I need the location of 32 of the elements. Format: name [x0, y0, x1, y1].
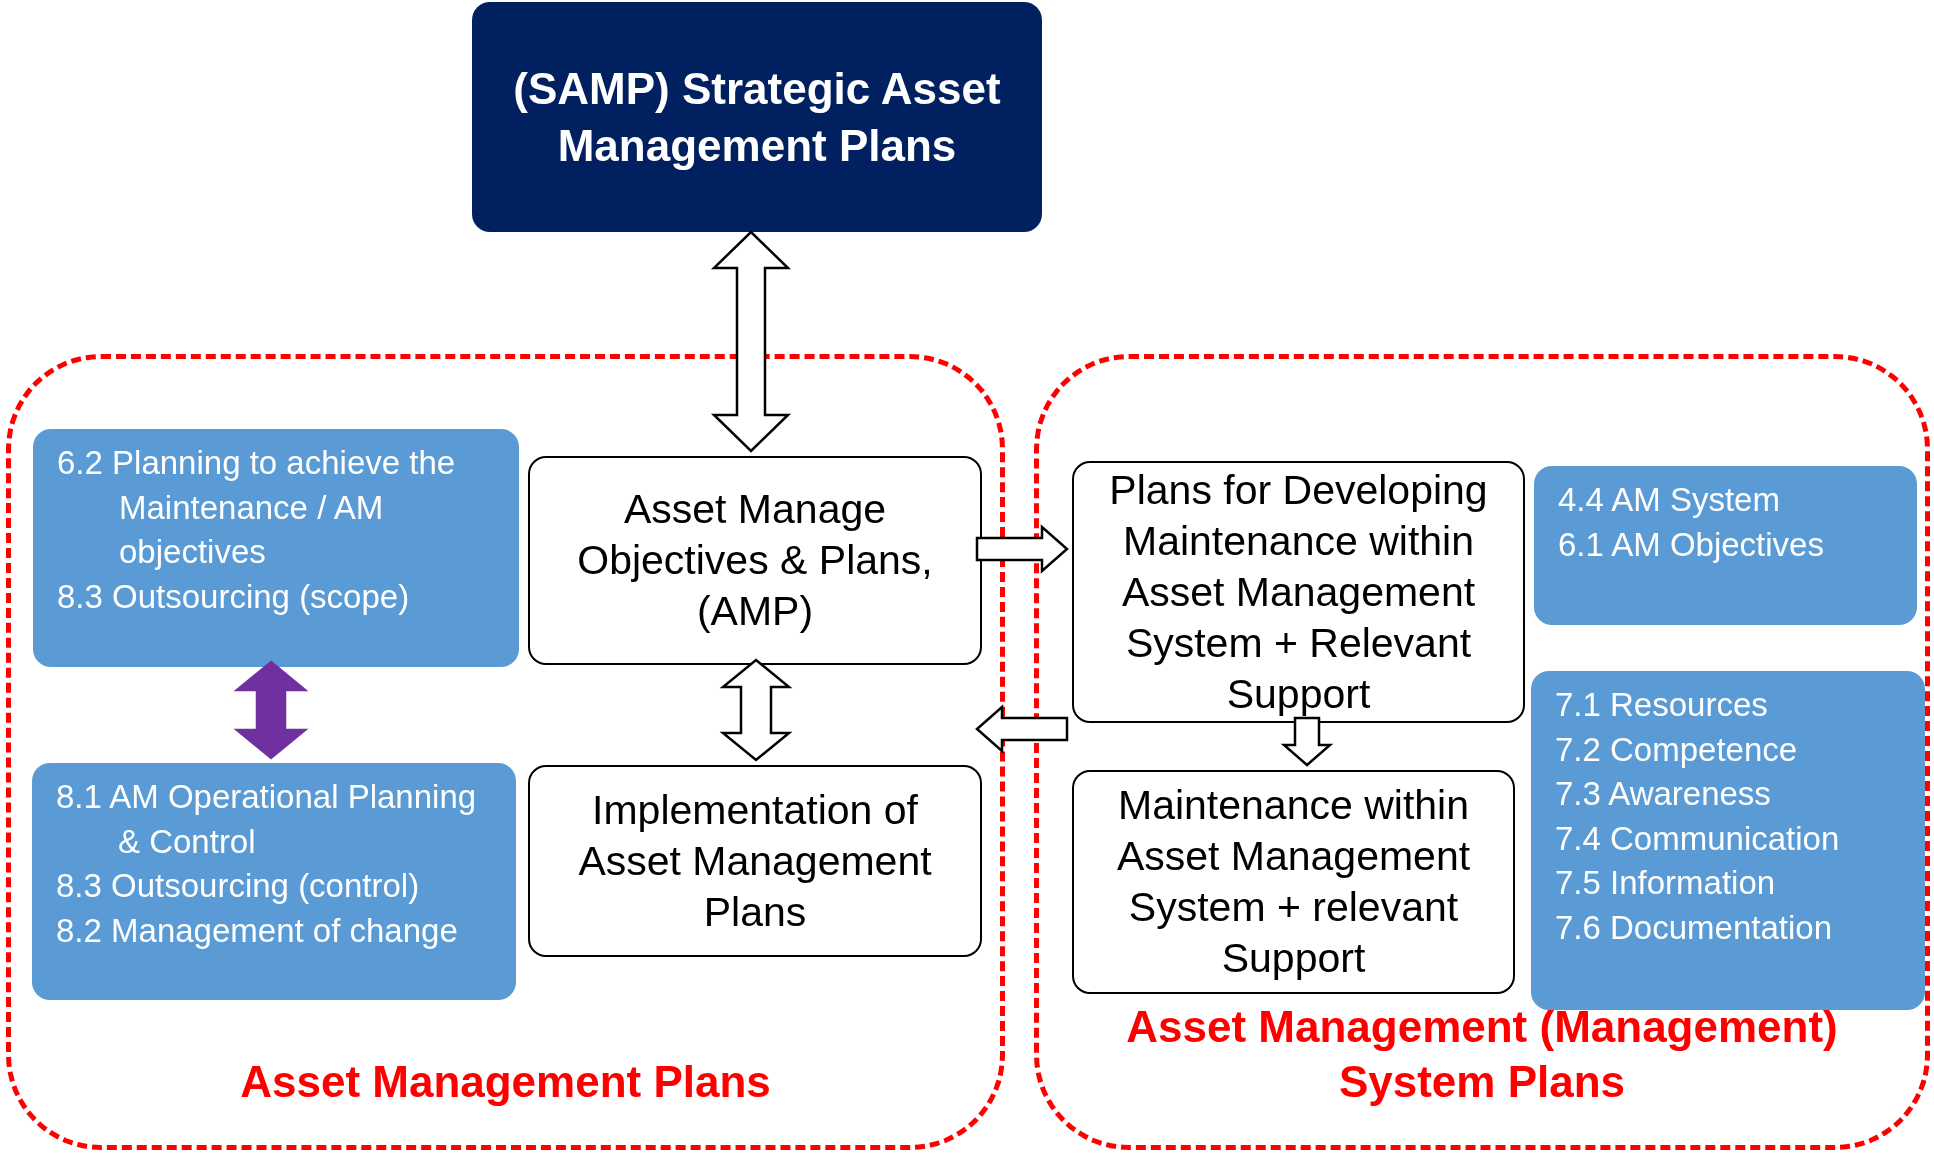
- block-arrow: [975, 524, 1069, 574]
- process-box: Implementation of Asset Management Plans: [528, 765, 982, 957]
- clause-list-box: [33, 429, 519, 667]
- group-title: Asset Management Plans: [240, 1056, 771, 1108]
- block-arrow: [719, 658, 793, 762]
- clause-list-box: [1531, 671, 1925, 1010]
- process-box: Plans for Developing Maintenance within Asset Management System + Relevant Support: [1072, 461, 1525, 723]
- clause-list-box: [1534, 466, 1917, 625]
- process-box: Maintenance within Asset Management System + relevant Support: [1072, 770, 1515, 994]
- block-arrow: [710, 230, 792, 453]
- clause-item: 8.1 AM Operational Planning & Control: [56, 777, 478, 862]
- block-arrow: [1280, 716, 1334, 767]
- clause-item: 7.1 Resources: [1555, 685, 1769, 725]
- process-box: Asset Manage Objectives & Plans, (AMP): [528, 456, 982, 665]
- clause-item: 4.4 AM System: [1558, 480, 1781, 520]
- clause-item: 7.2 Competence: [1555, 729, 1799, 770]
- clause-list-box: [32, 763, 516, 1000]
- block-arrow: [233, 660, 309, 760]
- title-box: (SAMP) Strategic Asset Management Plans: [472, 2, 1042, 232]
- clause-item: 8.3 Outsourcing (scope): [57, 576, 411, 617]
- dashed-group-frame: [1034, 354, 1930, 1150]
- block-arrow: [975, 704, 1069, 754]
- clause-item: 6.1 AM Objectives: [1558, 524, 1825, 565]
- clause-item: 6.2 Planning to achieve the Maintenance / AM objectives: [57, 443, 457, 572]
- clause-item: 7.5 Information: [1555, 863, 1777, 903]
- clause-item: 7.6 Documentation: [1555, 907, 1833, 948]
- dashed-group-frame: [6, 354, 1005, 1150]
- group-title: Asset Management (Management) System Plans: [1125, 1001, 1839, 1108]
- clause-item: 7.3 Awareness: [1555, 774, 1772, 814]
- clause-item: 8.2 Management of change: [56, 910, 459, 951]
- clause-item: 8.3 Outsourcing (control): [56, 866, 421, 906]
- clause-item: 7.4 Communication: [1555, 818, 1841, 859]
